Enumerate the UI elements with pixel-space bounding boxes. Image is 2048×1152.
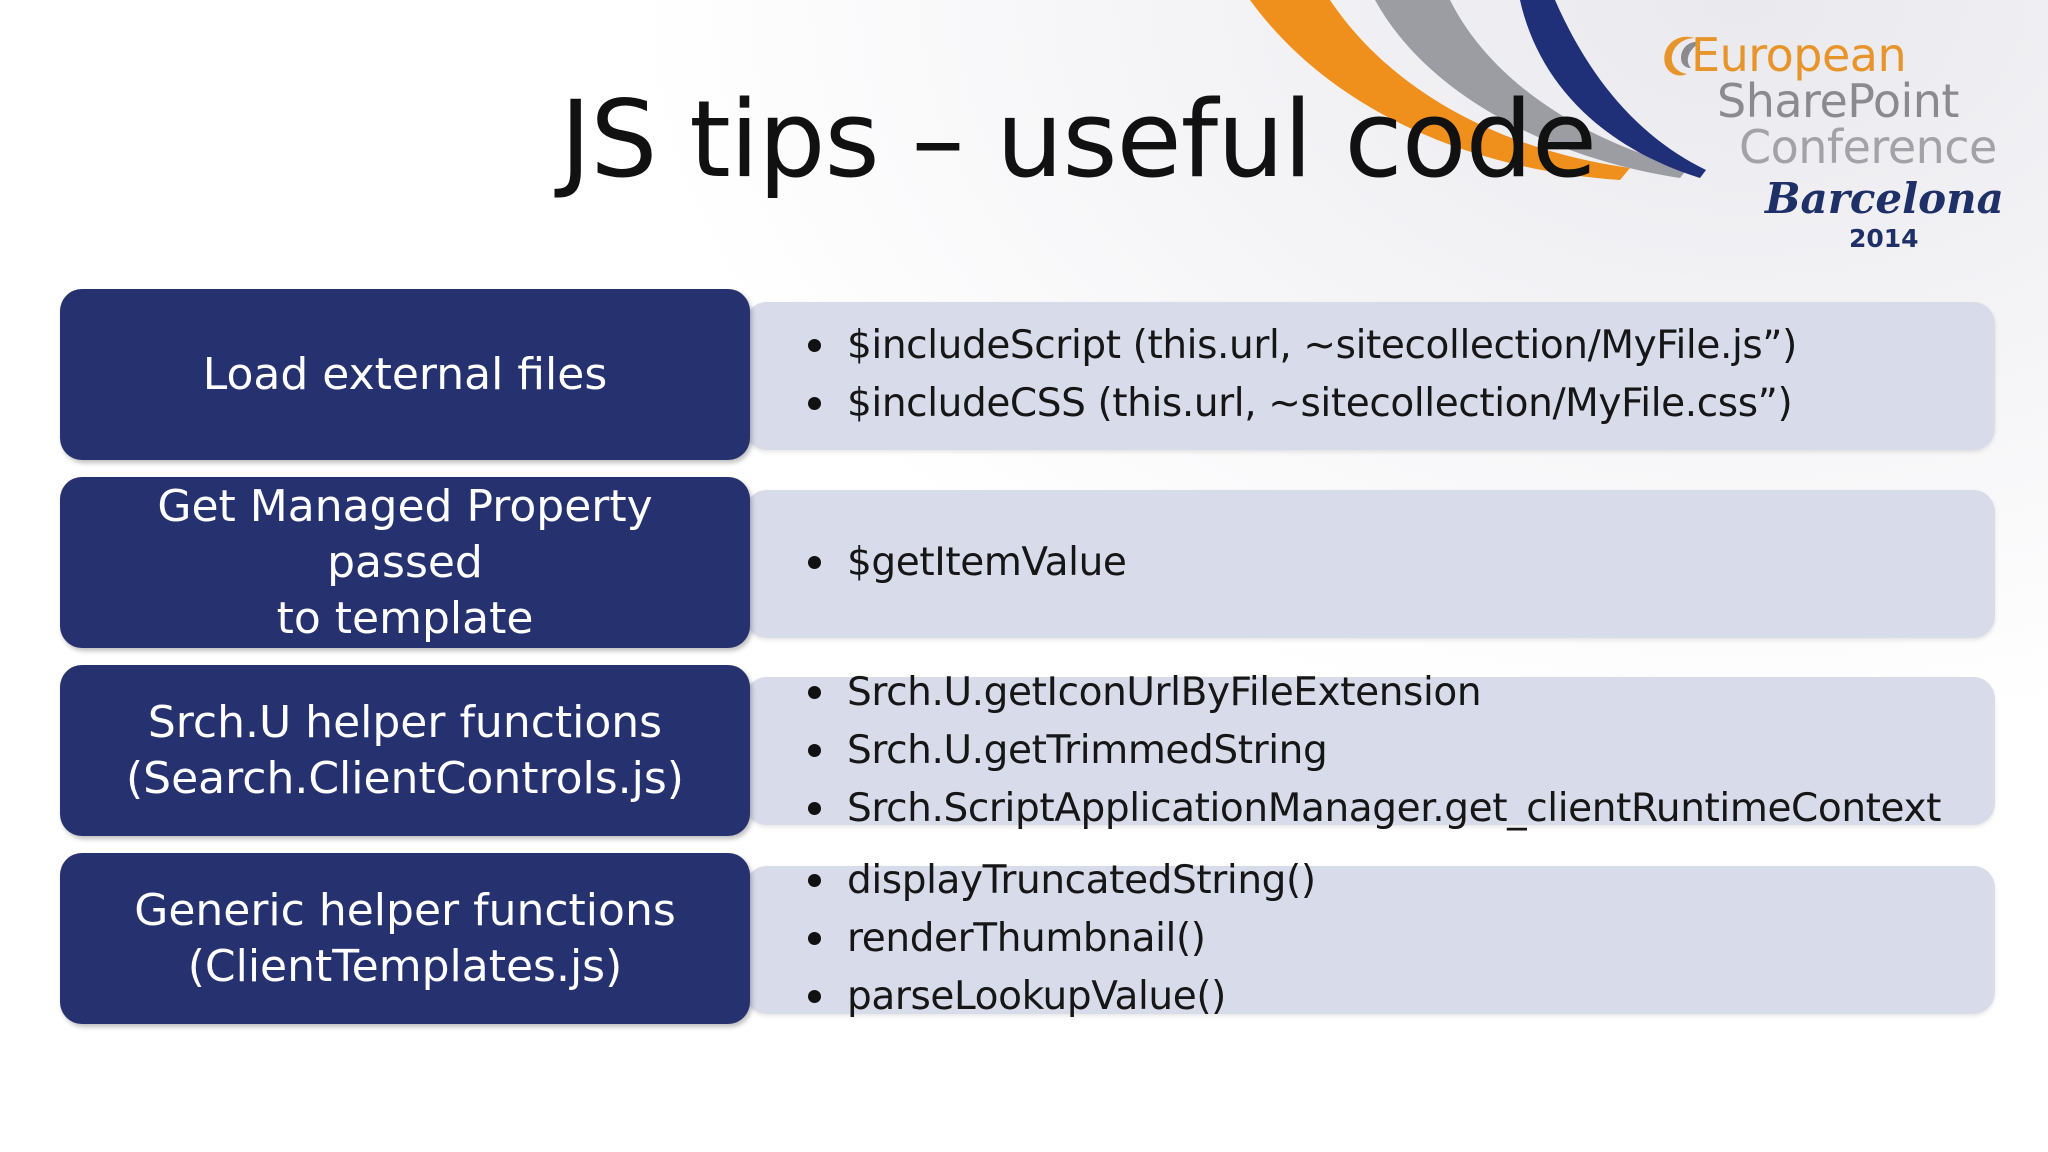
- bullet-text: Srch.U.getIconUrlByFileExtension: [847, 669, 1482, 715]
- row-panel: [745, 677, 1995, 825]
- bullet-list: Srch.U.getIconUrlByFileExtension Srch.U.…: [808, 663, 2008, 837]
- logo-text-sharepoint: SharePoint: [1717, 74, 1959, 128]
- row-label-text: Generic helper functions (ClientTemplate…: [134, 884, 676, 992]
- list-item: displayTruncatedString(): [808, 851, 2008, 909]
- bullet-icon: [808, 743, 821, 757]
- bullet-icon: [808, 873, 821, 887]
- bullet-icon: [808, 931, 821, 945]
- logo-swirl-icon: [1664, 36, 1701, 76]
- list-item: $includeScript (this.url, ~sitecollectio…: [808, 316, 2008, 374]
- row-label-box: Srch.U helper functions (Search.ClientCo…: [60, 665, 750, 836]
- row-panel: [745, 302, 1995, 450]
- list-item: Srch.U.getIconUrlByFileExtension: [808, 663, 2008, 721]
- bullet-icon: [808, 685, 821, 699]
- row-panel: [745, 866, 1995, 1014]
- bullet-icon: [808, 989, 821, 1003]
- bullet-text: displayTruncatedString(): [847, 857, 1316, 903]
- row-label-text: Load external files: [202, 348, 608, 400]
- list-item: renderThumbnail(): [808, 909, 2008, 967]
- row-label-box: Load external files: [60, 289, 750, 460]
- logo-text-european: European: [1691, 28, 1907, 82]
- bullet-list: $includeScript (this.url, ~sitecollectio…: [808, 316, 2008, 432]
- list-item: $includeCSS (this.url, ~sitecollection/M…: [808, 374, 2008, 432]
- bullet-text: Srch.ScriptApplicationManager.get_client…: [847, 785, 1942, 831]
- logo-text-year: 2014: [1849, 224, 1919, 253]
- slide-title: JS tips – useful code: [560, 78, 1597, 201]
- list-item: Srch.U.getTrimmedString: [808, 721, 2008, 779]
- bullet-text: $getItemValue: [847, 539, 1127, 585]
- row-label-text: Srch.U helper functions (Search.ClientCo…: [126, 696, 684, 804]
- orange-swoosh: [1250, 0, 1630, 180]
- bullet-icon: [808, 396, 821, 410]
- list-item: Srch.ScriptApplicationManager.get_client…: [808, 779, 2008, 837]
- row-label-text: Get Managed Property passed to template: [157, 480, 653, 644]
- gray-swoosh: [1375, 0, 1688, 178]
- bullet-icon: [808, 801, 821, 815]
- navy-swoosh: [1520, 0, 1706, 178]
- row-label-box: Get Managed Property passed to template: [60, 477, 750, 648]
- conference-logo: European SharePoint Conference Barcelona…: [1655, 24, 2004, 264]
- list-item: parseLookupValue(): [808, 967, 2008, 1025]
- bullet-text: Srch.U.getTrimmedString: [847, 727, 1328, 773]
- logo-text-city: Barcelona: [1765, 174, 2004, 223]
- bullet-text: renderThumbnail(): [847, 915, 1206, 961]
- bullet-icon: [808, 555, 821, 569]
- logo-text-conference: Conference: [1739, 120, 1997, 174]
- bullet-text: $includeScript (this.url, ~sitecollectio…: [847, 322, 1797, 368]
- list-item: $getItemValue: [808, 533, 2008, 591]
- bullet-text: $includeCSS (this.url, ~sitecollection/M…: [847, 380, 1793, 426]
- row-panel: [745, 490, 1995, 638]
- bullet-list: displayTruncatedString() renderThumbnail…: [808, 851, 2008, 1025]
- bullet-list: $getItemValue: [808, 533, 2008, 591]
- row-label-box: Generic helper functions (ClientTemplate…: [60, 853, 750, 1024]
- bullet-text: parseLookupValue(): [847, 973, 1226, 1019]
- bullet-icon: [808, 338, 821, 352]
